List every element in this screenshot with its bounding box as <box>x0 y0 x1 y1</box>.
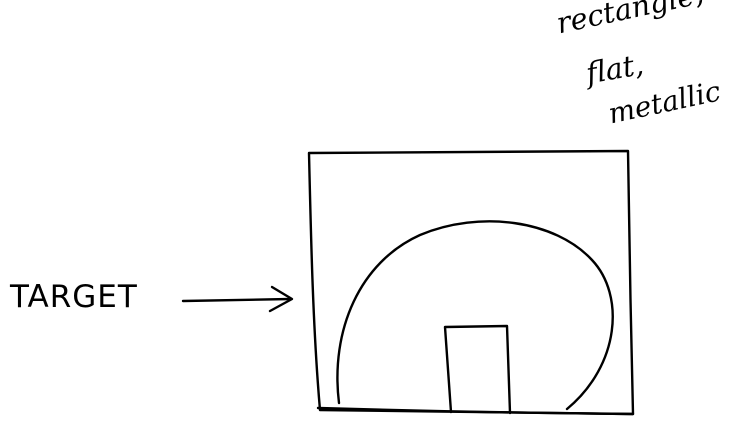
arrow-shaft <box>183 299 290 301</box>
arrow <box>183 287 292 311</box>
door-rectangle <box>445 326 510 413</box>
outer-frame <box>309 151 633 414</box>
dome-arch <box>337 221 612 409</box>
target-label: TARGET <box>10 282 138 313</box>
